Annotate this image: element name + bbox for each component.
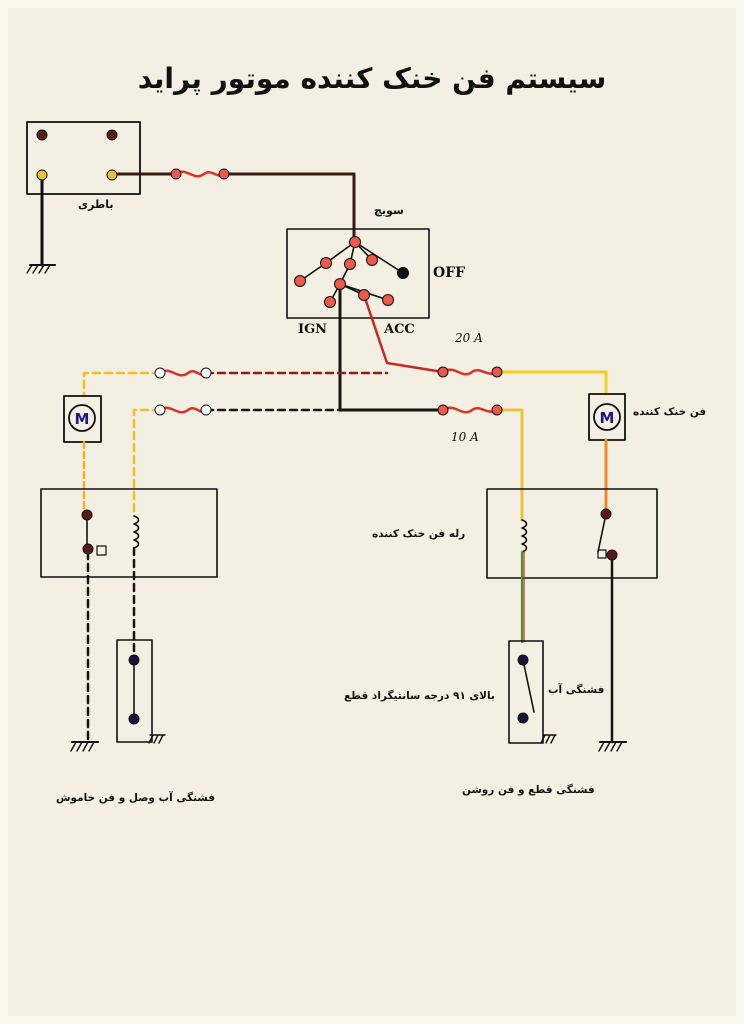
switch-contacts (299, 241, 404, 303)
ign-wire (338, 288, 445, 412)
fuse-10a (441, 406, 499, 414)
fan-relay-label: رله فن خنک کننده (372, 528, 466, 540)
terminals (36, 129, 618, 725)
battery-box (26, 121, 141, 195)
right-motor-symbol: M (600, 409, 615, 427)
left-coil-feed-wire (132, 408, 162, 516)
acc-wire (362, 293, 445, 374)
left-fan-motor (63, 395, 102, 443)
left-water-switch (116, 639, 153, 743)
left-caption: فشنگی آب وصل و فن خاموش (56, 792, 215, 804)
off-label: OFF (433, 265, 466, 281)
right-relay-box (486, 488, 658, 579)
right-relay-contact (597, 513, 607, 553)
left-fuse-10a (158, 406, 208, 414)
fuse-20a-label: 20 A (455, 331, 483, 345)
ign-label: IGN (298, 322, 328, 337)
right-relay-coil (521, 519, 528, 553)
main-fuse (174, 170, 226, 178)
fuse-10a-label: 10 A (451, 430, 479, 444)
cutoff-temperature-label: بالای ۹۱ درجه سانتیگراد قطع (344, 690, 495, 702)
fan-feed-wire (495, 370, 608, 396)
relay-coil-feed-wire (495, 408, 524, 522)
left-fuse-20a (158, 369, 208, 377)
right-caption: فشنگی قطع و فن روشن (462, 784, 595, 796)
acc-label: ACC (384, 322, 415, 337)
ignition-switch-box (286, 228, 430, 319)
cooling-fan-label: فن خنک کننده (633, 406, 707, 418)
left-relay-box (40, 488, 218, 578)
left-fan-feed-wire (82, 371, 162, 397)
switch-feed-wire (222, 172, 356, 244)
right-water-switch (508, 640, 544, 744)
fuse-20a (441, 368, 499, 376)
water-sensor-label: فشنگی آب (548, 684, 605, 696)
page-title: سیستم فن خنک کننده موتور پراید (137, 62, 607, 95)
left-relay-coil (133, 515, 140, 549)
left-motor-symbol: M (75, 410, 90, 428)
switch-label: سویچ (374, 204, 404, 217)
battery-label: باطری (78, 198, 114, 211)
